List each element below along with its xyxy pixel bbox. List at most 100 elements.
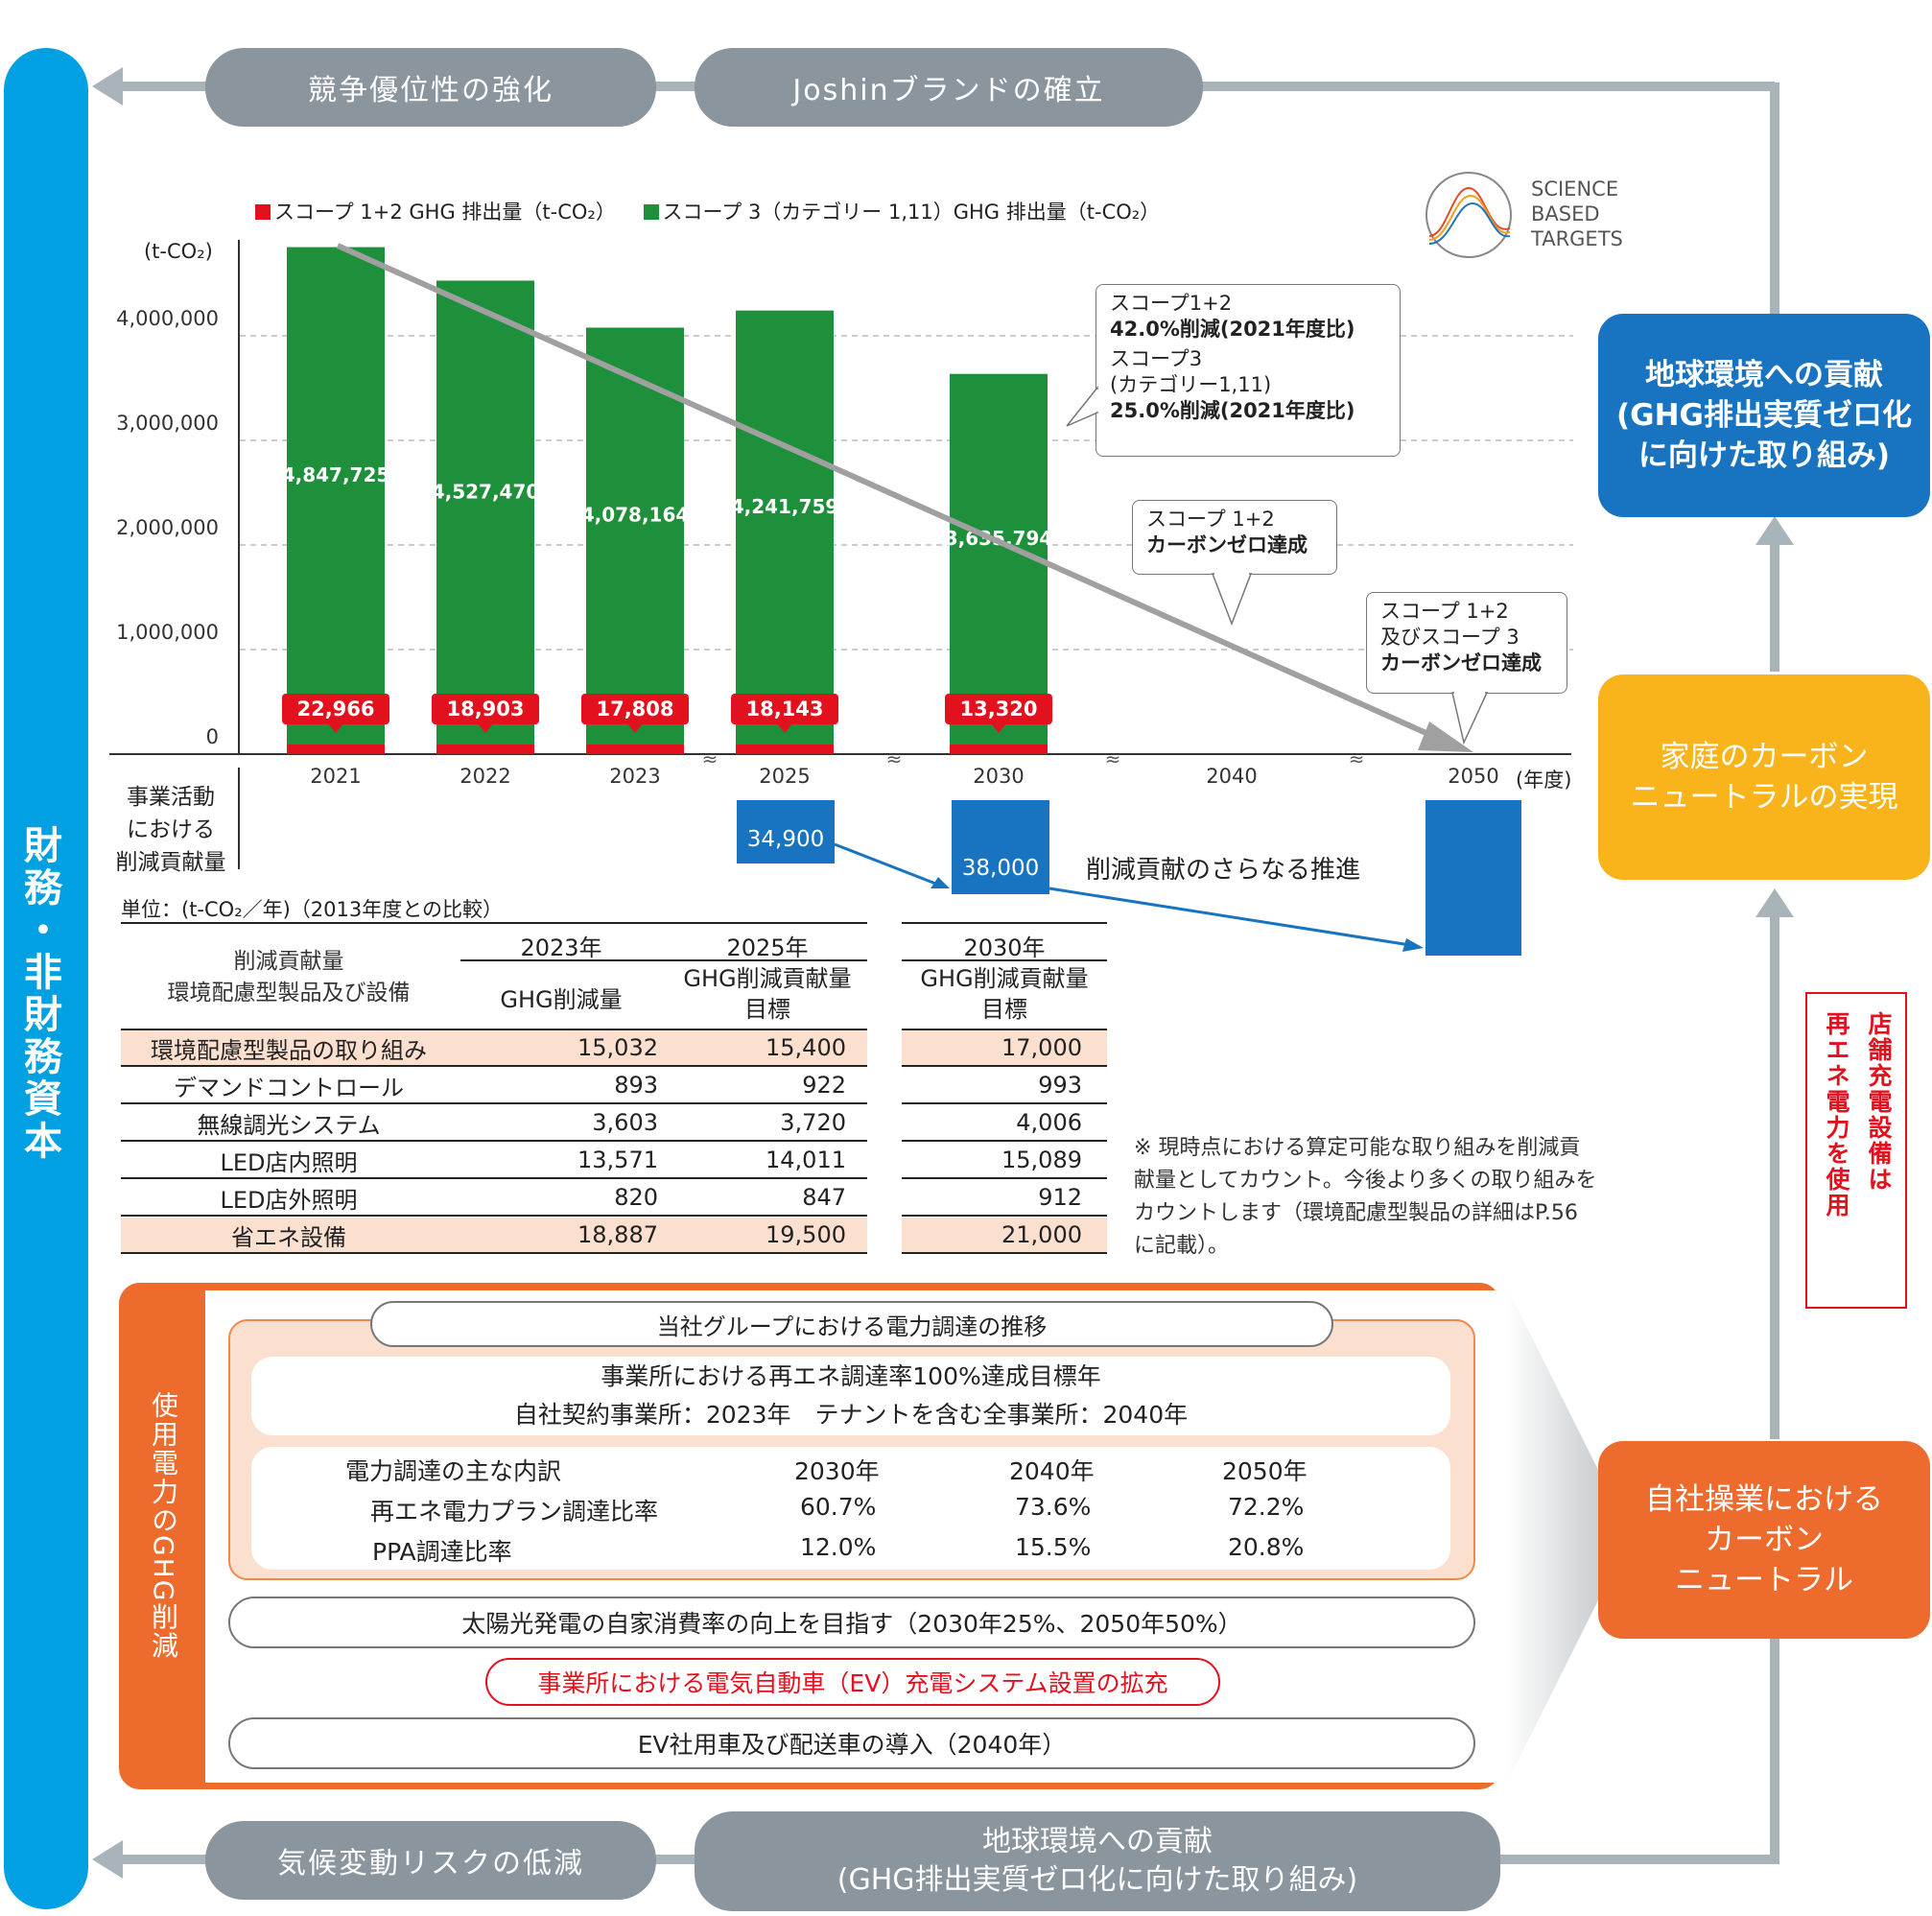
reduction-row-divider: [238, 768, 240, 869]
table-cell-2030: 15,089: [1001, 1147, 1082, 1173]
table-cell-2023: 18,887: [577, 1221, 658, 1248]
table-cell-label: デマンドコントロール: [174, 1074, 404, 1101]
callout1-l3: スコープ3: [1110, 347, 1203, 370]
trend-arrow-line: [336, 243, 1441, 742]
table-unit: 単位：(t-CO₂／年)（2013年度との比較）: [121, 898, 504, 921]
table-top-rule: [121, 922, 867, 924]
reduction-row-label: 事業活動 における 削減貢献量: [115, 785, 226, 875]
table-cell-2025: 19,500: [766, 1221, 846, 1248]
table-head-left-l2: 環境配慮型製品及び設備: [167, 981, 411, 1005]
table-cell-2025: 3,720: [780, 1109, 846, 1136]
table-row-2030: 4,006: [902, 1105, 1107, 1142]
table-cell-2030: 21,000: [1001, 1221, 1082, 1248]
table-row-2030: 15,089: [902, 1143, 1107, 1179]
callout2-l1: スコープ 1+2: [1146, 508, 1275, 531]
table-sub-2025: GHG削減貢献量 目標: [683, 965, 852, 1023]
axis-break-3: ≈: [1349, 747, 1365, 770]
x-axis-unit: (年度): [1516, 769, 1572, 792]
sbt-line3: TARGETS: [1531, 227, 1623, 250]
scope12-label-box-2023: [581, 694, 689, 724]
box-earth-contribution: 地球環境への貢献 (GHG排出実質ゼロ化 に向けた取り組み): [1598, 314, 1930, 517]
further-reduction-text: 削減貢献のさらなる推進: [1086, 856, 1361, 885]
breakdown-box: 電力調達の主な内訳 2030年 2040年 2050年 再エネ電力プラン調達比率…: [251, 1447, 1450, 1570]
pill-competitive-advantage: 競争優位性の強化: [205, 48, 656, 127]
table-head-2023: 2023年: [520, 934, 602, 961]
y-axis-unit: (t-CO₂): [144, 240, 213, 263]
table-cell-label: 無線調光システム: [197, 1111, 381, 1139]
scope3-bar-2030: [950, 373, 1048, 754]
table-note: ※ 現時点における算定可能な取り組みを削減貢 献量としてカウント。今後より多くの…: [1134, 1136, 1597, 1258]
axis-break-1: ≈: [886, 747, 903, 770]
axis-break-2: ≈: [1105, 747, 1121, 770]
scope12-label-pointer-2023: [627, 723, 643, 733]
table-cell-2030: 912: [1038, 1184, 1082, 1211]
procurement-title: 当社グループにおける電力調達の推移: [370, 1301, 1333, 1347]
table-head-rule-2030: [902, 1029, 1107, 1030]
callout2-l2: カーボンゼロ達成: [1146, 533, 1308, 556]
reduction-bar-2030: [952, 800, 1049, 894]
scope12-value-2023: 17,808: [596, 698, 673, 721]
pill-earth-contribution: 地球環境への貢献 (GHG排出実質ゼロ化に向けた取り組み): [695, 1811, 1500, 1911]
x-tick-2040: 2040: [1206, 765, 1258, 788]
scope12-value-2022: 18,903: [446, 698, 524, 721]
callout1-l4: (カテゴリー1,11): [1110, 373, 1272, 396]
table-row-2030: 21,000: [902, 1218, 1107, 1254]
ppa-label: PPA調達比率: [372, 1538, 512, 1566]
reduction-value-2025: 34,900: [746, 827, 825, 852]
y-tick-3m: 3,000,000: [116, 412, 219, 435]
callout3-pointer: [1451, 691, 1489, 745]
callout3-l2: 及びスコープ 3: [1380, 626, 1520, 649]
y-tick-4m: 4,000,000: [116, 307, 219, 330]
table-cell-2025: 14,011: [766, 1147, 846, 1173]
table-cell-2030: 993: [1038, 1072, 1082, 1099]
scope12-bar-2030: [950, 745, 1048, 754]
scope3-value-2021: 4,847,725: [282, 463, 390, 486]
note-store-charging-text: 店舗充電設備は 再エネ電力を使用: [1823, 1011, 1893, 1218]
table-sub-2030: GHG削減貢献量 目標: [920, 965, 1089, 1023]
legend-scope12-label: スコープ 1+2 GHG 排出量（t-CO₂）: [274, 201, 616, 224]
x-tick-2023: 2023: [609, 765, 661, 788]
scope3-value-2023: 4,078,164: [581, 504, 690, 527]
table-cell-2023: 893: [614, 1072, 658, 1099]
scope12-label-pointer-2025: [777, 723, 792, 733]
x-tick-2050: 2050: [1448, 765, 1499, 788]
callout-2050-target: スコープ 1+2 及びスコープ 3 カーボンゼロ達成: [1366, 592, 1567, 694]
table-year-rule: [460, 959, 867, 961]
table-cell-2023: 820: [614, 1184, 658, 1211]
x-tick-2022: 2022: [459, 765, 511, 788]
re-plan-2040: 73.6%: [1015, 1493, 1092, 1521]
table-year-rule-2030: [902, 959, 1107, 961]
table-row-2030: 993: [902, 1068, 1107, 1104]
breakdown-year-2040: 2040年: [1009, 1457, 1095, 1485]
scope3-bar-2025: [736, 310, 834, 754]
x-tick-2025: 2025: [759, 765, 811, 788]
table-row-2030: 912: [902, 1180, 1107, 1217]
scope12-bar-2022: [436, 745, 534, 754]
table-head-2030: 2030年: [963, 934, 1046, 961]
table-head-2025: 2025年: [726, 934, 809, 961]
legend: スコープ 1+2 GHG 排出量（t-CO₂） スコープ 3（カテゴリー 1,1…: [255, 197, 1160, 225]
scope12-value-2021: 22,966: [296, 698, 374, 721]
scope12-bar-2023: [586, 745, 684, 754]
scope3-value-2025: 4,241,759: [731, 495, 839, 518]
callout-2030-target: スコープ1+2 42.0%削減(2021年度比) スコープ3 (カテゴリー1,1…: [1096, 284, 1401, 457]
re-target-line1: 事業所における再エネ調達率100%達成目標年: [601, 1362, 1101, 1390]
sbt-line1: SCIENCE: [1531, 177, 1619, 201]
sidebar-label: 財務・非財務資本: [17, 825, 61, 1163]
scope12-bar-2025: [736, 745, 834, 754]
table-top-rule-2030: [902, 922, 1107, 924]
y-tick-1m: 1,000,000: [116, 621, 219, 644]
table-head-rule: [121, 1029, 867, 1030]
scope12-value-2025: 18,143: [745, 698, 823, 721]
reduction-bar-2050: [1425, 800, 1521, 956]
scope12-value-2030: 13,320: [959, 698, 1037, 721]
power-side-label: 使用電力のGHG削減: [148, 1391, 179, 1661]
reduction-bar-2025: [737, 800, 835, 863]
sbt-line2: BASED: [1531, 202, 1600, 225]
table-cell-2030: 17,000: [1001, 1034, 1082, 1061]
box-own-operations-carbon-neutral: 自社操業における カーボン ニュートラル: [1598, 1441, 1930, 1639]
